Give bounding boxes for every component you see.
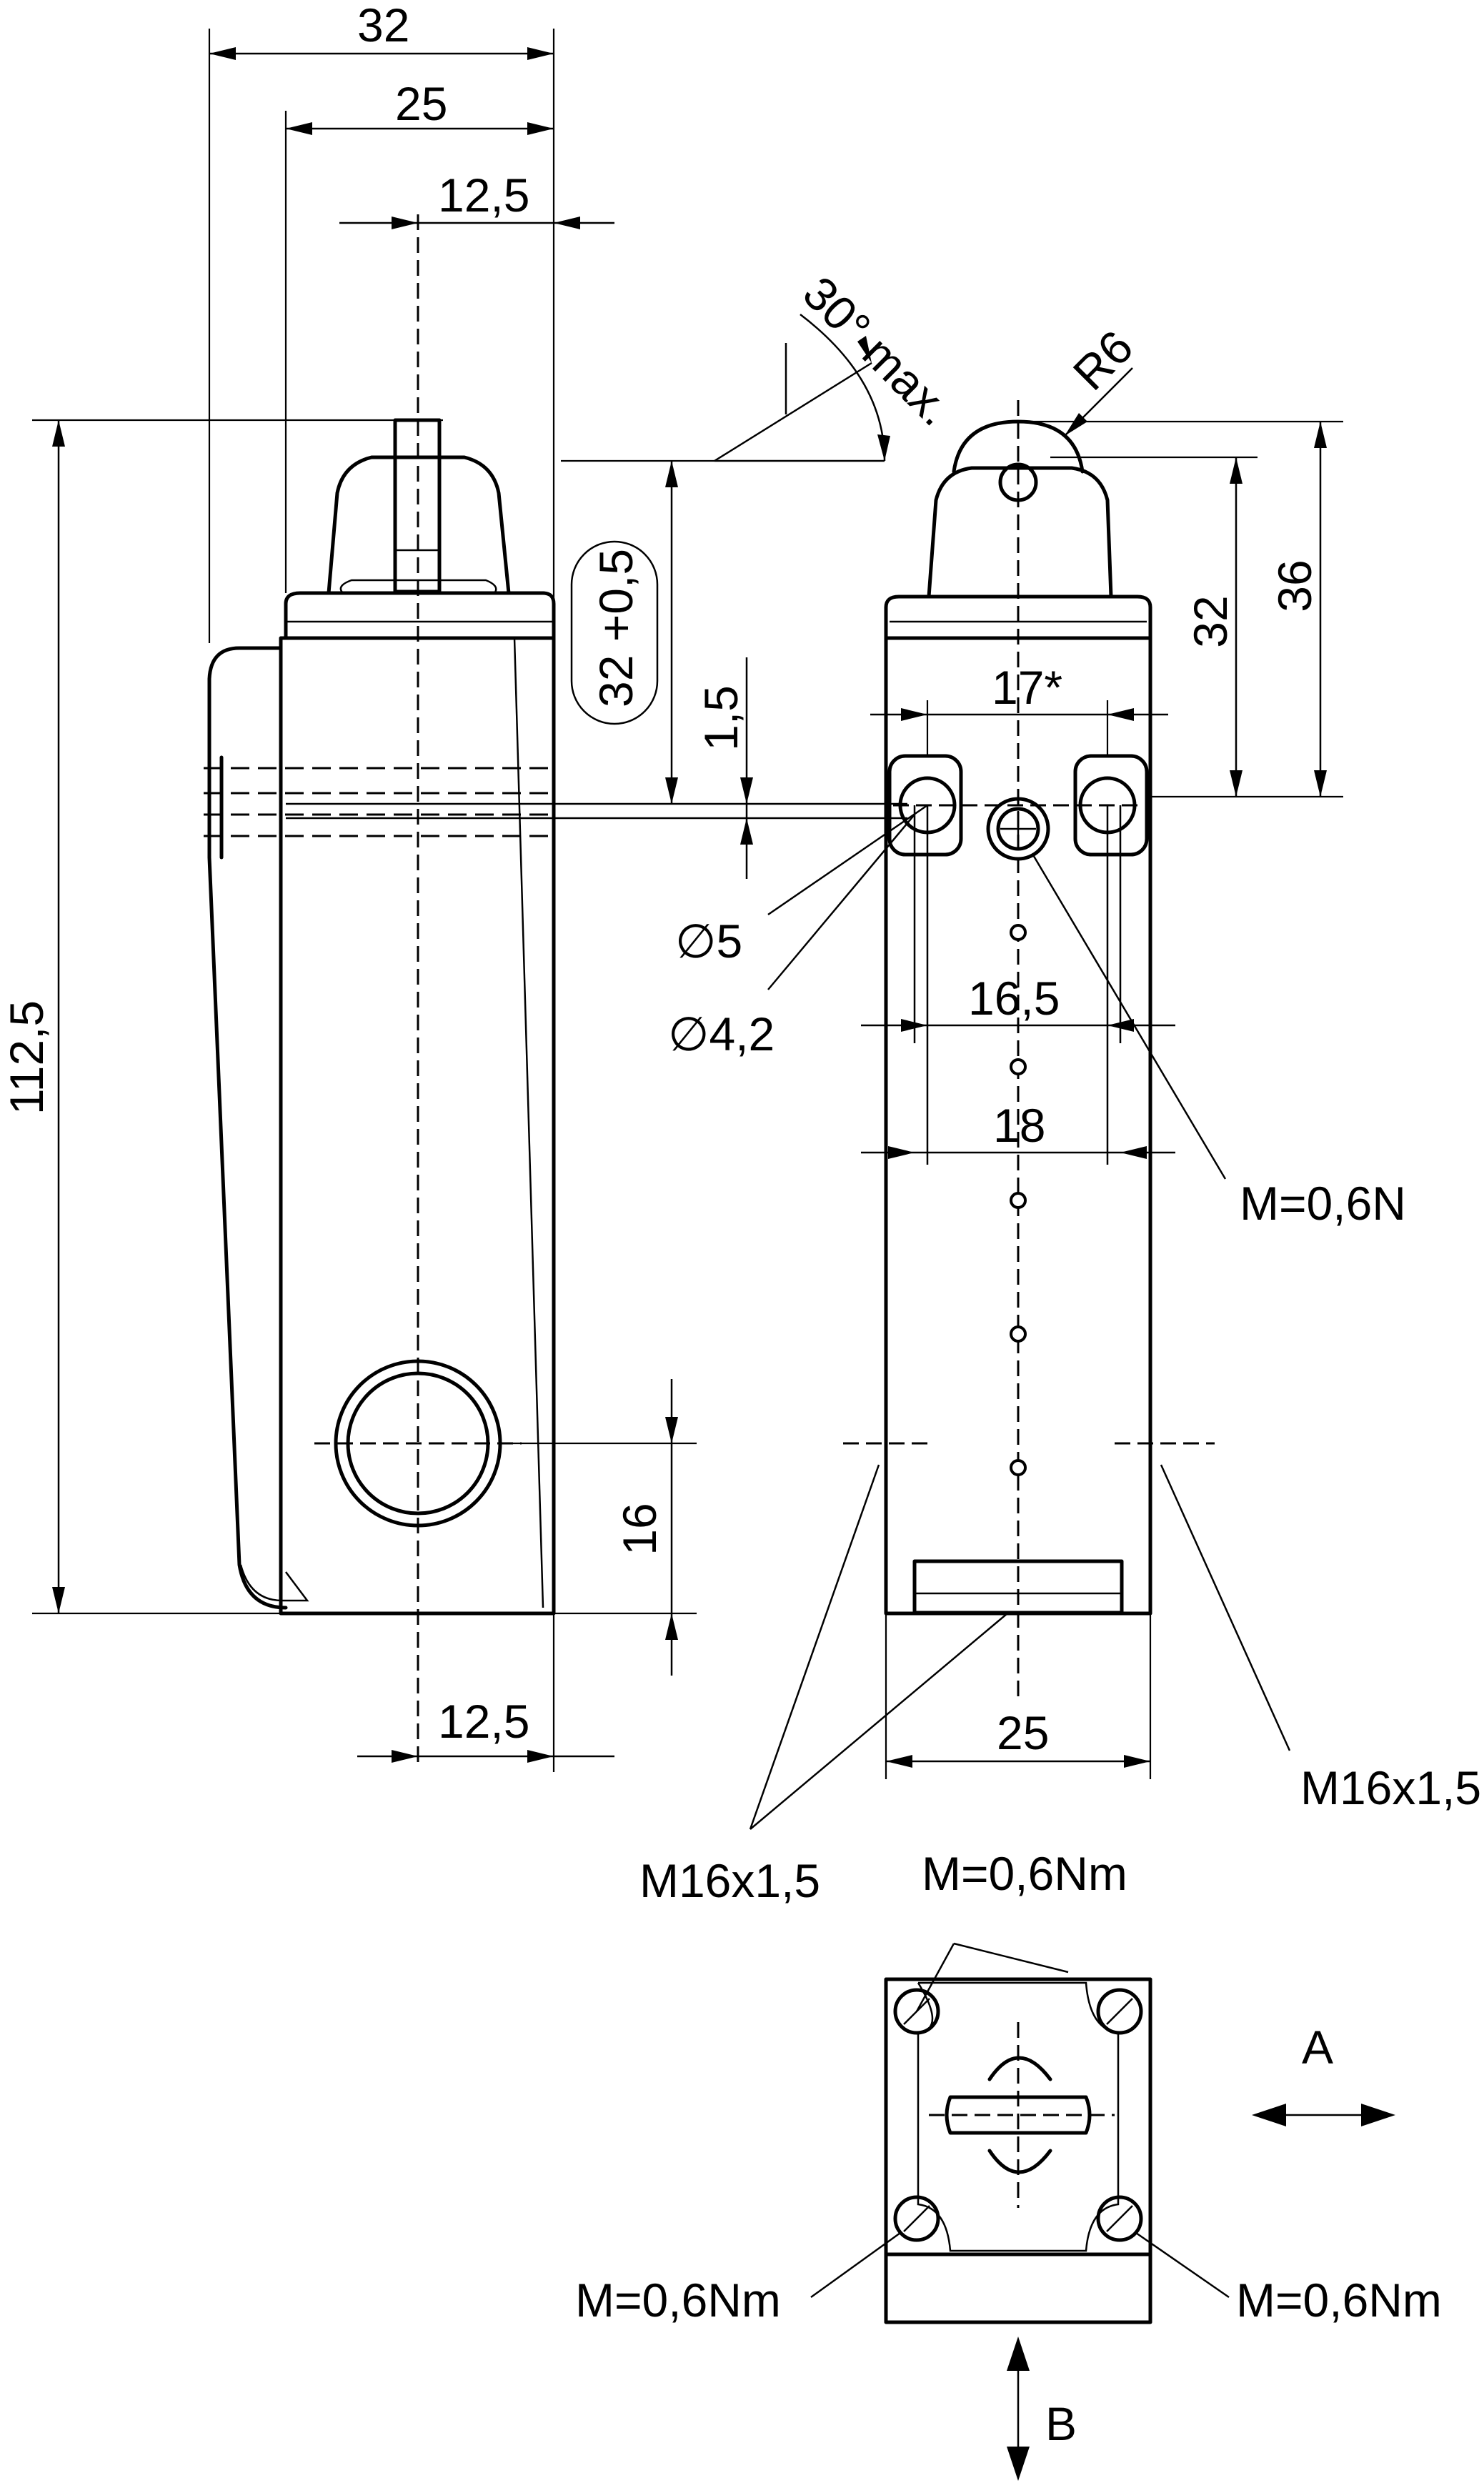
leader-thread-left-a (749, 1464, 880, 1830)
arrow (857, 336, 872, 363)
arrow (392, 217, 418, 229)
arrow (1107, 708, 1134, 721)
arrow (1230, 457, 1243, 484)
arrow (286, 122, 312, 135)
arrow (527, 47, 554, 60)
arrow (1124, 1755, 1150, 1768)
roller (952, 419, 1085, 474)
arrow (665, 1613, 678, 1640)
arrow (1314, 770, 1327, 797)
leader-bottom-right (1135, 2231, 1230, 2299)
dim-12-5-bottom-label: 12,5 (438, 1695, 529, 1748)
arrow (665, 777, 678, 804)
arrow (1120, 1146, 1147, 1159)
arrow (740, 818, 753, 845)
side-lever (207, 646, 288, 1610)
torque-top-label: M=0,6Nm (922, 1847, 1127, 1900)
thread-right-label: M16x1,5 (1300, 1761, 1481, 1814)
dim-mount-label: 32 +0,5 (589, 549, 642, 707)
leader-top-right (953, 1942, 1069, 1974)
torque-left-label: M=0,6Nm (575, 2274, 781, 2327)
marker-dot-1 (1010, 924, 1027, 941)
arrow (1361, 2104, 1395, 2126)
dim-1-5-label: 1,5 (694, 685, 747, 751)
arrow (554, 217, 580, 229)
marker-dot-4 (1010, 1325, 1027, 1343)
arrow (901, 1019, 927, 1032)
screw-bl (893, 2195, 940, 2242)
roller-housing (927, 466, 1113, 599)
dim-16-5-label: 16,5 (968, 972, 1060, 1025)
top-body (884, 1977, 1152, 2324)
dia5-label: ∅5 (675, 915, 742, 967)
leader-thread-right (1160, 1464, 1291, 1751)
side-view: 32 25 12,5 112,5 16 12,5 (0, 0, 962, 1772)
angle-ray (714, 362, 872, 462)
dim-32f-label: 32 (1184, 595, 1237, 647)
screw-br (1096, 2195, 1143, 2242)
dim-12-5-top-label: 12,5 (438, 169, 529, 222)
direction-b-label: B (1045, 2397, 1077, 2450)
direction-a-label: A (1302, 2021, 1333, 2074)
mount-dim-box (570, 540, 659, 725)
arrow (527, 1750, 554, 1763)
right-hole-pad (1073, 754, 1149, 857)
arrow (1230, 770, 1243, 797)
side-cap (284, 591, 556, 640)
arrow (886, 1755, 912, 1768)
dim-25b-label: 25 (997, 1706, 1049, 1759)
dim-18-label: 18 (993, 1099, 1045, 1152)
leader-thread-left-b (750, 1613, 1008, 1830)
left-hole-pad (887, 754, 963, 857)
marker-dot-5 (1010, 1459, 1027, 1476)
dim-16-label: 16 (613, 1503, 666, 1555)
arrow (665, 461, 678, 487)
arrow (1107, 1019, 1134, 1032)
arrow (665, 1417, 678, 1443)
dim-32-label: 32 (357, 0, 409, 51)
dim-25-label: 25 (395, 77, 447, 130)
dim-36-label: 36 (1268, 559, 1321, 612)
angle-label: 30° max. (793, 267, 962, 436)
arrow (877, 434, 890, 461)
dim-112-label: 112,5 (0, 1000, 53, 1115)
arrow (209, 47, 236, 60)
screw-tl (893, 1988, 940, 2035)
arrow (52, 1587, 65, 1613)
arrow (1314, 422, 1327, 448)
arrow (888, 1146, 915, 1159)
front-view: R6 36 32 17* 16,5 18 ∅5 ∅4,2 (639, 320, 1481, 1907)
lever-foot (239, 1564, 309, 1602)
arrow (392, 1750, 418, 1763)
screw-tr (1096, 1988, 1143, 2035)
arrow (740, 777, 753, 804)
bottom-slot (912, 1559, 1124, 1615)
leader-d5 (767, 804, 928, 916)
arrow (1065, 413, 1087, 436)
dim-17-label: 17* (992, 661, 1062, 714)
actuator-bar (945, 2095, 1092, 2135)
body-taper (513, 637, 544, 1608)
arrow (901, 708, 927, 721)
thread-left-label: M16x1,5 (639, 1854, 820, 1907)
arrow (1007, 2337, 1030, 2371)
torque-right-label: M=0,6Nm (1236, 2274, 1442, 2327)
leader-top-left (915, 1943, 955, 2012)
arrow (52, 420, 65, 447)
arrow (1007, 2447, 1030, 2481)
r6-label: R6 (1063, 320, 1143, 400)
arrow (527, 122, 554, 135)
dia4-2-label: ∅4,2 (668, 1007, 775, 1060)
arrow (1252, 2104, 1286, 2126)
side-body (279, 636, 556, 1616)
torque-screw-label: M=0,6N (1240, 1177, 1406, 1230)
top-view: M=0,6Nm M=0,6Nm M=0,6Nm A B (575, 1847, 1442, 2481)
marker-dot-3 (1010, 1192, 1027, 1209)
leader-d4-2 (767, 814, 915, 990)
leader-bottom-left (810, 2231, 901, 2299)
marker-dot-2 (1010, 1058, 1027, 1075)
leader-torque-screw (1031, 853, 1227, 1180)
